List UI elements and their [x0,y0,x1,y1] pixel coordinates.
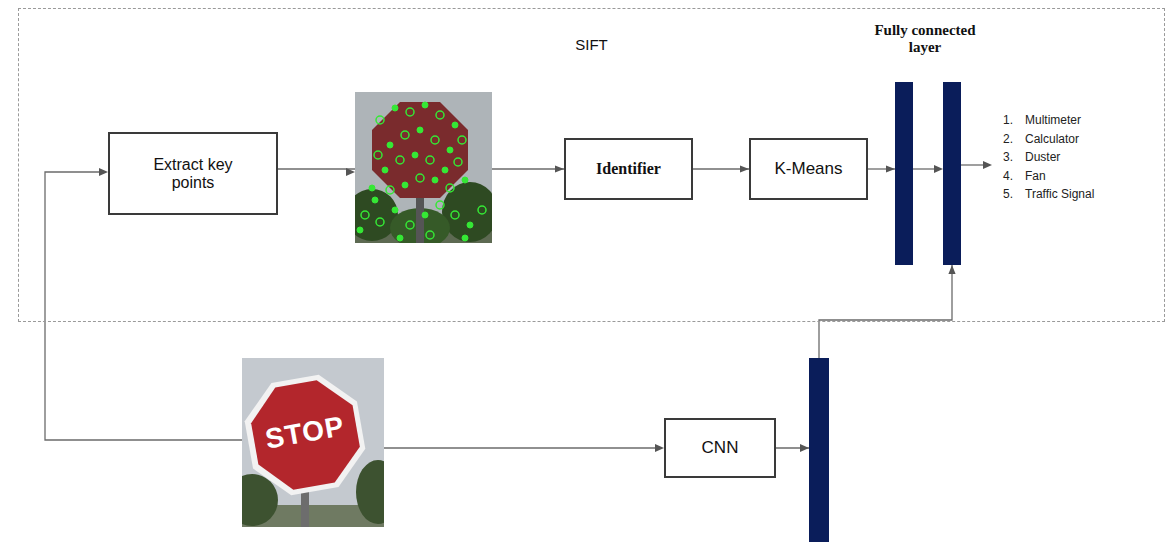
label-holder: 4. [1003,169,1013,183]
label-holder: 2. [1003,132,1013,146]
fc-bar [943,82,961,265]
label-holder: 1. [1003,113,1013,127]
arrow-head [800,444,809,452]
box-label: K-Means [774,159,842,179]
fc-arrow [913,168,935,169]
stop-sign-shape [372,102,468,198]
sift-region: Extract key points Identifier K-Means Fully… [18,8,1165,322]
flow-arrow [776,265,952,448]
arrow-head [99,168,108,176]
class-name: Fan [1025,169,1046,183]
list-number: 2. [1003,132,1013,146]
sign-pole [416,195,424,243]
process-box: Extract key points [108,132,278,215]
stop-sign-shape [246,375,365,495]
label-holder: Duster [1025,150,1060,164]
fc-bar [895,82,913,265]
class-name: Traffic Signal [1025,187,1094,201]
flow-arrow [868,168,895,169]
label-holder: Multimeter [1025,113,1081,127]
process-box: Identifier [564,138,693,200]
box-label: Extract key points [130,156,256,192]
label-holder: Calculator [1025,132,1079,146]
list-number: 3. [1003,150,1013,164]
process-box: K-Means [749,138,868,200]
layer-group: Fully connected layer [866,22,984,267]
stop-sign [242,369,371,501]
process-box: CNN [664,418,776,478]
output-arrow [961,164,984,165]
label-holder: Fan [1025,169,1046,183]
region-title: SIFT [19,36,1164,53]
input-line [384,447,656,448]
feature-bar [809,358,829,542]
box-label: Identifier [596,160,661,178]
arrow-head [655,444,664,452]
class-name: Duster [1025,150,1060,164]
sign-text: STOP [263,410,347,454]
class-name: Calculator [1025,132,1079,146]
label-holder: 5. [1003,187,1013,201]
label-holder: Traffic Signal [1025,187,1094,201]
image-tree [442,182,492,242]
image-tree [356,460,384,524]
box-label: CNN [702,438,739,458]
stop-sign-border [242,369,371,501]
arrow-head [934,165,943,173]
label-holder: STOP [263,410,347,455]
list-number: 5. [1003,187,1013,201]
class-name: Multimeter [1025,113,1081,127]
label-holder: 3. [1003,150,1013,164]
flow-arrow [693,168,749,169]
layer-heading: Fully connected layer [866,22,984,56]
arrow-head [346,168,355,176]
keypoint-markers [357,102,473,241]
list-number: 1. [1003,113,1013,127]
keypoint-image [355,92,492,243]
list-number: 4. [1003,169,1013,183]
keypoint-markers [361,108,486,239]
arrow-head [983,161,992,169]
input-image [242,358,384,527]
